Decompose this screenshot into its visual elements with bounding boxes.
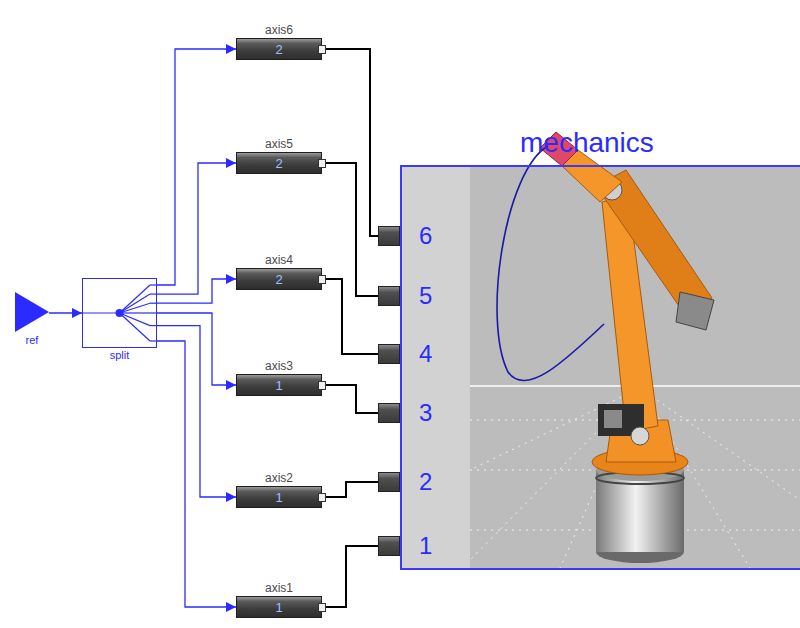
flange-port: 3 bbox=[378, 403, 400, 423]
block-title: mechanics bbox=[520, 127, 654, 159]
split-symbol bbox=[150, 294, 156, 295]
parameter-number: 2 bbox=[275, 272, 282, 287]
signal-line bbox=[157, 341, 236, 607]
output-pin bbox=[318, 275, 326, 284]
flange-port: 1 bbox=[378, 536, 400, 556]
block-label: axis6 bbox=[265, 23, 293, 37]
parameter-number: 1 bbox=[275, 490, 282, 505]
parameter-number: 2 bbox=[275, 156, 282, 171]
axis-block: axis52 bbox=[236, 152, 322, 174]
signal-line bbox=[157, 163, 236, 294]
mechanical-connection bbox=[322, 49, 378, 236]
split-symbol bbox=[120, 312, 151, 313]
mechanics-panel bbox=[400, 165, 800, 570]
block-label: split bbox=[110, 349, 130, 361]
output-pin bbox=[318, 381, 326, 390]
output-pin bbox=[318, 603, 326, 612]
flange-port: 6 bbox=[378, 226, 400, 246]
mechanical-connection bbox=[322, 279, 378, 354]
axis-block: axis62 bbox=[236, 38, 322, 60]
signal-line bbox=[157, 49, 236, 285]
signal-line bbox=[157, 279, 236, 303]
parameter-number: 1 bbox=[275, 600, 282, 615]
trajectory-curve bbox=[497, 146, 604, 381]
split-symbol bbox=[150, 325, 156, 326]
block-label: axis5 bbox=[265, 137, 293, 151]
axis-block: axis11 bbox=[236, 596, 322, 618]
split-symbol bbox=[120, 313, 151, 326]
port-number: 1 bbox=[419, 532, 432, 560]
signal-line bbox=[157, 326, 236, 497]
split-symbol bbox=[116, 309, 124, 317]
split-symbol bbox=[150, 303, 156, 304]
port-number: 4 bbox=[419, 340, 432, 368]
axis-block: axis31 bbox=[236, 374, 322, 396]
robot-arm bbox=[604, 410, 622, 428]
split-symbol bbox=[150, 340, 156, 341]
mechanical-connection bbox=[322, 163, 378, 296]
split-symbol bbox=[150, 284, 156, 285]
mechanical-connection bbox=[322, 385, 378, 413]
split-symbol bbox=[120, 313, 151, 341]
split-block: split bbox=[82, 278, 157, 348]
output-pin bbox=[318, 45, 326, 54]
split-symbol bbox=[120, 285, 151, 313]
block-label: axis1 bbox=[265, 581, 293, 595]
block-label: axis2 bbox=[265, 471, 293, 485]
split-symbol bbox=[120, 294, 151, 313]
split-symbol bbox=[120, 303, 151, 313]
flange-port: 5 bbox=[378, 286, 400, 306]
port-triangle bbox=[15, 292, 49, 332]
mechanical-connection bbox=[322, 482, 378, 497]
port-number: 6 bbox=[419, 222, 432, 250]
signal-line bbox=[49, 312, 82, 313]
axis-block: axis42 bbox=[236, 268, 322, 290]
trajectory-curve bbox=[497, 146, 604, 381]
block-label: axis3 bbox=[265, 359, 293, 373]
mechanics-panel bbox=[470, 167, 800, 568]
flange-port: 4 bbox=[378, 344, 400, 364]
axis-block: axis21 bbox=[236, 486, 322, 508]
output-pin bbox=[318, 159, 326, 168]
robot-arm bbox=[676, 292, 714, 330]
floor-grid bbox=[470, 386, 800, 568]
floor-grid bbox=[470, 388, 800, 568]
block-label: axis4 bbox=[265, 253, 293, 267]
robot-base bbox=[596, 470, 684, 552]
split-symbol bbox=[83, 312, 120, 313]
output-pin bbox=[318, 493, 326, 502]
flange-port: 2 bbox=[378, 472, 400, 492]
mechanical-connection bbox=[322, 546, 378, 607]
parameter-number: 2 bbox=[275, 42, 282, 57]
robot-arm bbox=[631, 427, 649, 445]
port-number: 3 bbox=[419, 399, 432, 427]
port-triangle bbox=[15, 292, 49, 332]
input-port: ref bbox=[15, 292, 49, 332]
mechanics-block: mechanics654321 bbox=[400, 165, 800, 570]
port-number: 5 bbox=[419, 282, 432, 310]
parameter-number: 1 bbox=[275, 378, 282, 393]
block-label: ref bbox=[26, 334, 39, 346]
split-symbol bbox=[83, 279, 156, 347]
robot-arm bbox=[540, 132, 714, 475]
split-symbol bbox=[150, 312, 156, 313]
signal-line bbox=[157, 313, 236, 385]
mechanics-panel bbox=[400, 165, 800, 570]
port-number: 2 bbox=[419, 468, 432, 496]
